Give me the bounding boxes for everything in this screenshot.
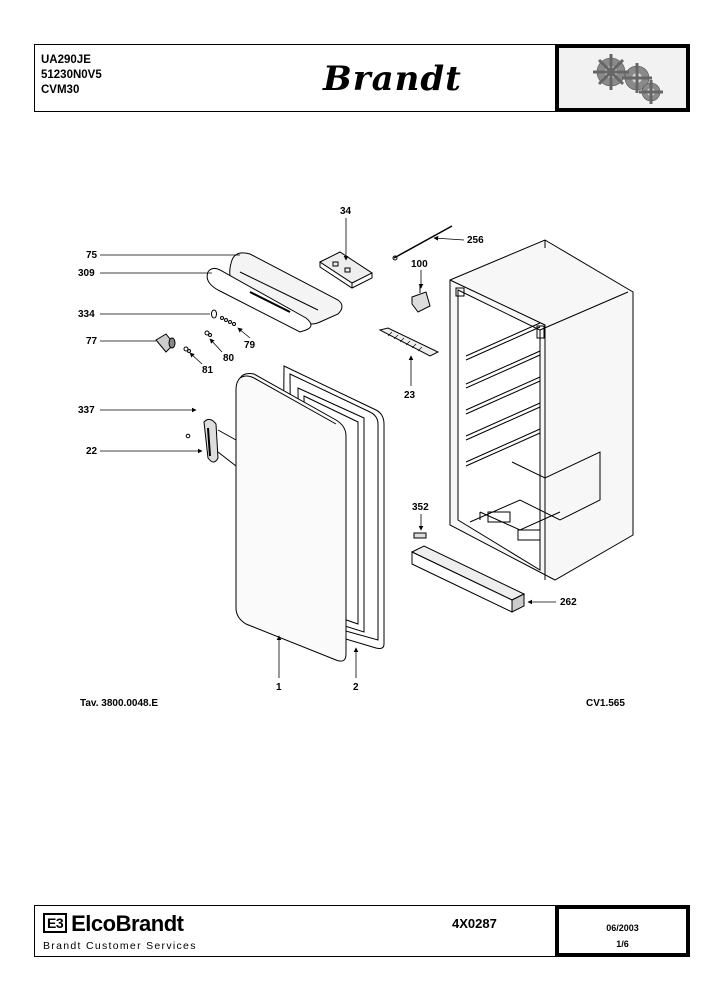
callout-77: 77 [86, 336, 98, 347]
model-code-3: CVM30 [41, 84, 80, 96]
callout-334: 334 [78, 309, 95, 320]
callout-1: 1 [276, 682, 282, 693]
sheet-reference: CV1.565 [586, 698, 625, 709]
callout-75: 75 [86, 250, 98, 261]
company-mark-icon: E3 [43, 913, 68, 933]
thermostat-100 [411, 285, 431, 313]
callout-2: 2 [353, 682, 359, 693]
callout-81: 81 [202, 365, 214, 376]
company-name: ElcoBrandt [71, 911, 184, 936]
callout-22: 22 [86, 446, 98, 457]
door-1 [235, 373, 347, 662]
callout-256: 256 [467, 235, 484, 246]
date-page-box: 06/2003 1/6 [555, 905, 690, 957]
document-code: 4X0287 [452, 916, 497, 931]
plinth-262 [410, 545, 526, 613]
callout-352: 352 [412, 502, 429, 513]
header-block: UA290JE 51230N0V5 CVM30 Brandt [34, 44, 690, 112]
model-codes: UA290JE 51230N0V5 CVM30 [41, 53, 102, 98]
model-code-1: UA290JE [41, 54, 91, 66]
model-code-2: 51230N0V5 [41, 69, 102, 81]
brand-logo-text: Brandt [323, 59, 462, 99]
table-reference: Tav. 3800.0048.E [80, 698, 159, 709]
bracket-34 [318, 251, 374, 289]
wire-256 [393, 225, 453, 259]
gear-logo-box [555, 44, 690, 112]
gears-icon [559, 48, 686, 108]
callout-337: 337 [78, 405, 95, 416]
page-number: 1/6 [616, 939, 629, 949]
callout-23: 23 [404, 390, 416, 401]
callout-100: 100 [411, 259, 428, 270]
callout-80: 80 [223, 353, 235, 364]
service-name: Brandt Customer Services [43, 940, 197, 952]
callout-79: 79 [244, 340, 256, 351]
document-date: 06/2003 [606, 923, 639, 933]
callout-262: 262 [560, 597, 577, 608]
callout-309: 309 [78, 268, 95, 279]
handle-22 [185, 418, 237, 467]
callout-34: 34 [340, 206, 352, 217]
cabinet-body [449, 239, 634, 581]
